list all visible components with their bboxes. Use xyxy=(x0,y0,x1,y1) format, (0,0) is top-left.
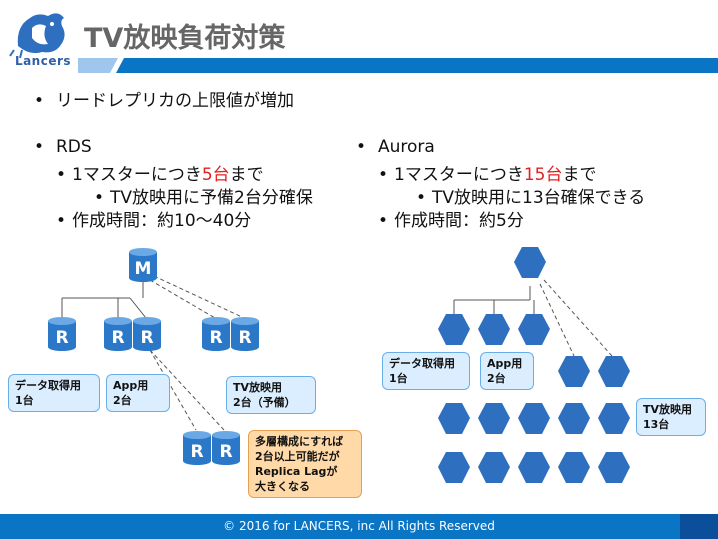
svg-text:R: R xyxy=(190,442,203,462)
bullet-aurora-line1: •1マスターにつき15台まで xyxy=(378,165,597,185)
svg-text:R: R xyxy=(111,328,124,348)
aurora-replica-db-icon xyxy=(598,452,630,483)
rds-replica-db-icon: R xyxy=(212,431,240,465)
aurora-replica-db-icon xyxy=(478,403,510,434)
aurora-master-db-icon xyxy=(514,247,546,278)
slide-title: TV放映負荷対策 xyxy=(84,23,286,54)
svg-text:M: M xyxy=(135,259,152,279)
rds-replica-db-icon: R xyxy=(231,317,259,351)
footer-copyright: © 2016 for LANCERS, inc All Rights Reser… xyxy=(223,519,495,533)
title-underline-bar xyxy=(78,58,718,73)
lancers-logo-icon xyxy=(9,13,65,59)
rds-replica-db-icon: R xyxy=(202,317,230,351)
rds-replica-db-icon: R xyxy=(183,431,211,465)
footer-accent xyxy=(680,514,718,539)
aurora-replica-db-icon xyxy=(558,452,590,483)
aurora-replica-db-icon xyxy=(558,356,590,387)
aurora-replica-db-icon xyxy=(518,452,550,483)
bullet-aurora-line2: •TV放映用に13台確保できる xyxy=(416,188,646,208)
bullet-rds-line2: •TV放映用に予備2台分確保 xyxy=(94,188,313,208)
aurora-replica-db-icon xyxy=(518,403,550,434)
svg-text:R: R xyxy=(219,442,232,462)
rds-replica-db-icon: R xyxy=(104,317,132,351)
rds-master-db-icon: M xyxy=(129,248,157,282)
aurora-replica-db-icon xyxy=(518,314,550,345)
aurora-replica-db-icon xyxy=(598,356,630,387)
aurora-replica-db-icon xyxy=(438,403,470,434)
svg-text:R: R xyxy=(209,328,222,348)
aurora-replica-db-icon xyxy=(438,452,470,483)
bullet-top: •リードレプリカの上限値が増加 xyxy=(34,91,294,111)
logo-text: Lancers xyxy=(14,54,72,68)
aurora-replica-db-icon xyxy=(558,403,590,434)
svg-text:R: R xyxy=(140,328,153,348)
rds-replica-db-icon: R xyxy=(48,317,76,351)
footer-bar xyxy=(0,514,718,539)
aurora-replica-db-icon xyxy=(598,403,630,434)
aurora-replica-db-icon xyxy=(478,452,510,483)
aurora-replica-db-icon xyxy=(478,314,510,345)
bullet-aurora-heading: •Aurora xyxy=(356,137,435,157)
bullet-rds-line3: •作成時間：約10〜40分 xyxy=(56,211,252,231)
bullet-rds-line1: •1マスターにつき5台まで xyxy=(56,165,264,185)
bullet-aurora-line3: •作成時間：約5分 xyxy=(378,211,524,231)
svg-text:R: R xyxy=(238,328,251,348)
svg-text:R: R xyxy=(55,328,68,348)
bullet-rds-heading: •RDS xyxy=(34,137,92,157)
rds-replica-db-icon: R xyxy=(133,317,161,351)
aurora-replica-db-icon xyxy=(438,314,470,345)
